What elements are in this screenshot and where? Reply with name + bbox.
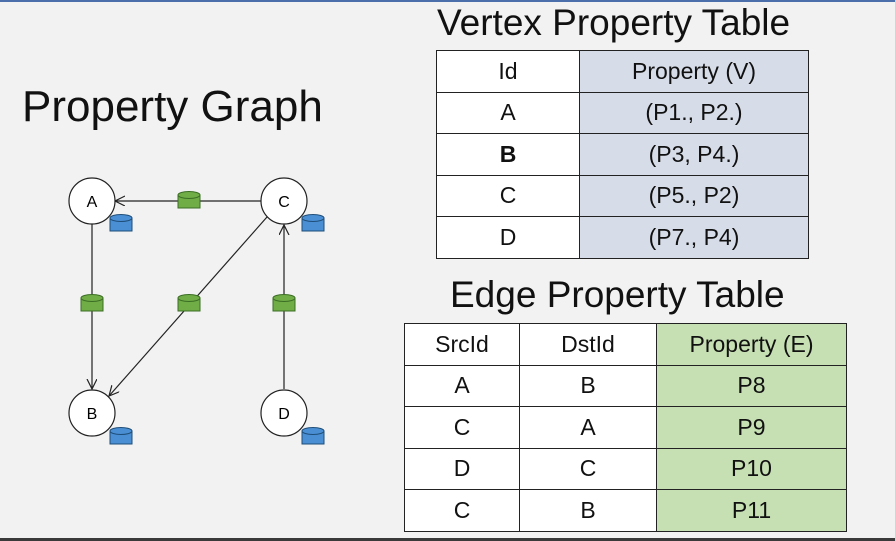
vertex-id-cell: C [436, 174, 580, 217]
table-row: A (P1., P2.) [436, 91, 809, 134]
column-header-id: Id [436, 50, 580, 93]
edge-src-cell: D [404, 447, 520, 490]
vertex-property-store-icon [301, 214, 325, 232]
vertex-c-label: C [278, 194, 290, 211]
table-header-row: SrcId DstId Property (E) [404, 323, 847, 366]
column-header-dstid: DstId [519, 323, 657, 366]
vertex-property-cell: (P5., P2) [579, 174, 809, 217]
edge-table-title: Edge Property Table [450, 274, 785, 315]
table-row: C A P9 [404, 406, 847, 449]
edge-property-store-icon [177, 191, 201, 209]
vertex-property-store-icon [301, 427, 325, 445]
edge-src-cell: A [404, 364, 520, 407]
graph-title: Property Graph [22, 82, 323, 131]
vertex-c: C [260, 177, 308, 225]
vertex-id-cell: D [436, 216, 580, 259]
edge-property-store-icon [177, 294, 201, 312]
edge-src-cell: C [404, 489, 520, 532]
column-header-property-v: Property (V) [579, 50, 809, 93]
edge-property-store-icon [80, 294, 104, 312]
edge-property-table: SrcId DstId Property (E) A B P8 C A P9 D… [404, 323, 847, 532]
column-header-srcid: SrcId [404, 323, 520, 366]
edge-property-cell: P10 [656, 447, 847, 490]
vertex-property-store-icon [109, 427, 133, 445]
table-row: A B P8 [404, 364, 847, 407]
vertex-property-store-icon [109, 214, 133, 232]
table-row: D C P10 [404, 447, 847, 490]
vertex-id-cell: A [436, 91, 580, 134]
top-border [0, 0, 895, 2]
vertex-b: B [68, 389, 116, 437]
edge-dst-cell: A [519, 406, 657, 449]
vertex-property-cell: (P3, P4.) [579, 133, 809, 176]
table-row: B (P3, P4.) [436, 133, 809, 176]
column-header-property-e: Property (E) [656, 323, 847, 366]
vertex-property-cell: (P7., P4) [579, 216, 809, 259]
edge-dst-cell: B [519, 364, 657, 407]
edge-src-cell: C [404, 406, 520, 449]
table-row: C B P11 [404, 489, 847, 532]
bottom-border [0, 538, 895, 541]
vertex-a-label: A [87, 194, 98, 211]
edge-dst-cell: C [519, 447, 657, 490]
vertex-table-title: Vertex Property Table [437, 2, 791, 43]
edge-dst-cell: B [519, 489, 657, 532]
vertex-property-table: Id Property (V) A (P1., P2.) B (P3, P4.)… [436, 50, 809, 259]
vertex-property-cell: (P1., P2.) [579, 91, 809, 134]
vertex-d: D [260, 389, 308, 437]
edge-property-cell: P11 [656, 489, 847, 532]
edge-property-store-icon [272, 294, 296, 312]
table-row: C (P5., P2) [436, 174, 809, 217]
vertex-d-label: D [278, 406, 290, 423]
table-header-row: Id Property (V) [436, 50, 809, 93]
edge-property-cell: P9 [656, 406, 847, 449]
edge-property-cell: P8 [656, 364, 847, 407]
vertex-id-cell: B [436, 133, 580, 176]
table-row: D (P7., P4) [436, 216, 809, 259]
vertex-b-label: B [87, 406, 98, 423]
vertex-a: A [68, 177, 116, 225]
